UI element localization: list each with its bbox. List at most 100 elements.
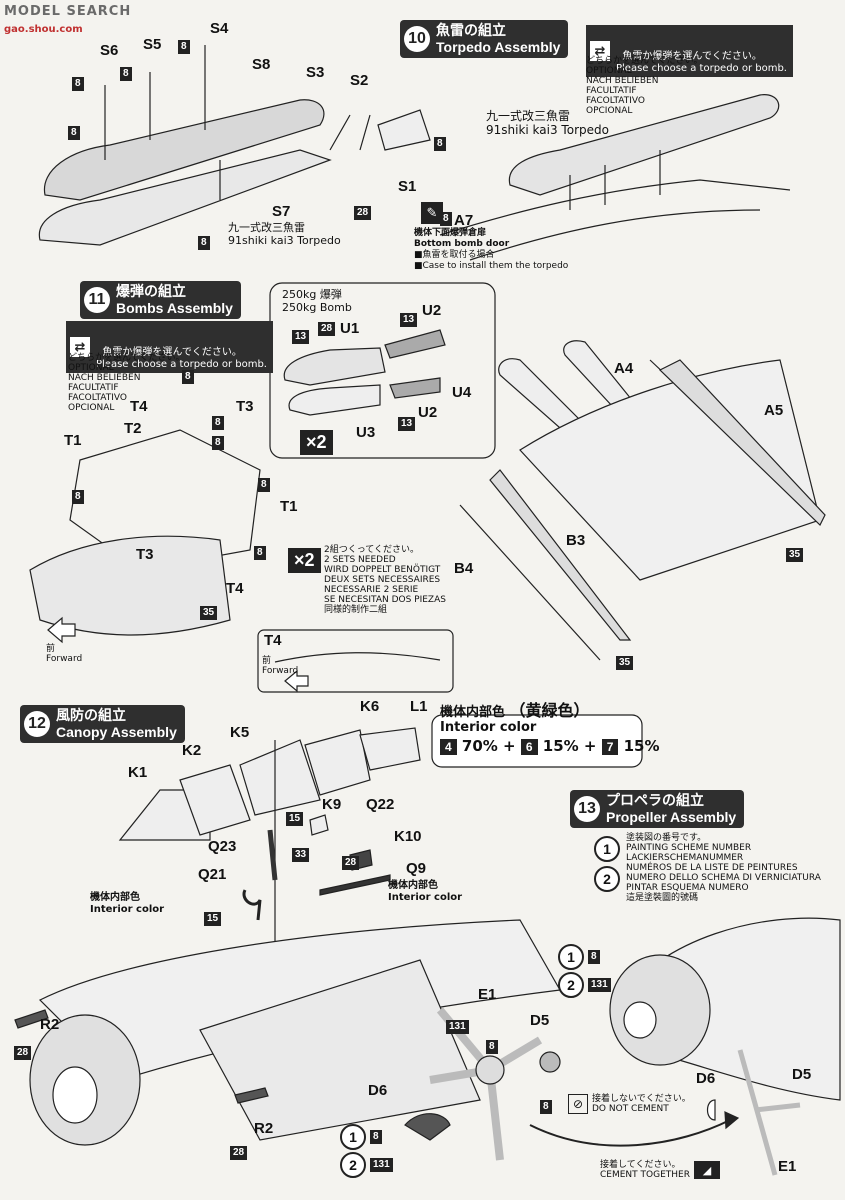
- a7-jp: 機体下面爆弾倉扉: [414, 228, 487, 238]
- part-e1: E1: [778, 1158, 797, 1175]
- part-u1: U1: [340, 320, 360, 337]
- part-u2: U2: [422, 302, 442, 319]
- interior-color-note: 機体内部色 Interior color: [388, 880, 462, 904]
- quantity-x2-badge: ×2: [300, 430, 333, 455]
- color-badge: 13: [400, 313, 418, 327]
- part-k9: K9: [322, 796, 342, 813]
- interior3-jp: 機体内部色: [90, 892, 140, 903]
- part-b3: B3: [566, 532, 586, 549]
- color-badge: 28: [354, 206, 372, 220]
- step11-title-en: Bombs Assembly: [116, 300, 233, 316]
- color-badge: 33: [292, 848, 310, 862]
- watermark-sub: gao.shou.com: [4, 24, 83, 35]
- interior2-en: Interior color: [388, 892, 463, 903]
- scheme-item: 1 8: [558, 944, 600, 970]
- forward-label: 前 Forward: [46, 644, 82, 664]
- s7-label-en: 91shiki kai3 Torpedo: [228, 234, 341, 247]
- part-s3: S3: [306, 64, 325, 81]
- color-badge: 8: [486, 1040, 498, 1054]
- interior-en: Interior color: [440, 720, 537, 735]
- step10-optional: どちらかを選んでください。 OPTIONAL NACH BELIEBEN FAC…: [586, 56, 703, 116]
- part-t4: T4: [226, 580, 244, 597]
- step11-choose-note: ⇄ 魚雷か爆弾を選んでください。 Please choose a torpedo…: [66, 321, 273, 373]
- step10-title-en: Torpedo Assembly: [436, 39, 561, 55]
- a7-note: 機体下面爆弾倉扉 Bottom bomb door ■魚雷を取付る場合 ■Cas…: [414, 228, 568, 272]
- scheme-item: 2 131: [340, 1152, 393, 1178]
- paint-number: 7: [601, 739, 619, 755]
- swap-arrows-icon: ⇄: [590, 41, 610, 61]
- step10-number: 10: [404, 26, 430, 52]
- step10-choose-note: ⇄ 魚雷か爆弾を選んでください。 Please choose a torpedo…: [586, 25, 793, 77]
- a7-case-en: ■Case to install them the torpedo: [414, 261, 569, 271]
- part-t1: T1: [64, 432, 82, 449]
- color-badge: 15: [286, 812, 304, 826]
- swap-arrows-icon: ⇄: [70, 337, 90, 357]
- a7-en: Bottom bomb door: [414, 239, 510, 249]
- part-r2: R2: [254, 1120, 274, 1137]
- step10-torpedo-label: 九一式改三魚雷 91shiki kai3 Torpedo: [486, 109, 609, 137]
- color-badge: 28: [318, 322, 336, 336]
- do-not-cement-note: ⊘ 接着しないでください。 DO NOT CEMENT: [568, 1094, 691, 1114]
- part-u3: U3: [356, 424, 376, 441]
- color-badge: 13: [292, 330, 310, 344]
- part-r2: R2: [40, 1016, 60, 1033]
- part-d5: D5: [792, 1066, 812, 1083]
- color-badge: 28: [14, 1046, 32, 1060]
- part-k2: K2: [182, 742, 202, 759]
- color-badge: 8: [72, 77, 84, 91]
- scheme-number: 1: [558, 944, 584, 970]
- paint-percent: 15%: [623, 737, 660, 755]
- scheme-note: 塗装図の番号です。 PAINTING SCHEME NUMBER LACKIER…: [626, 833, 821, 903]
- color-badge: 8: [120, 67, 132, 81]
- part-t2: T2: [124, 420, 142, 437]
- interior2-jp: 機体内部色: [388, 880, 438, 891]
- part-t4: T4: [130, 398, 148, 415]
- color-badge: 8: [588, 950, 600, 964]
- part-k6: K6: [360, 698, 380, 715]
- part-s4: S4: [210, 20, 229, 37]
- t4-detail-title: T4: [264, 632, 282, 649]
- color-badge: 131: [370, 1158, 393, 1172]
- part-l1: L1: [410, 698, 428, 715]
- part-s2: S2: [350, 72, 369, 89]
- color-badge: 28: [230, 1146, 248, 1160]
- color-badge: 8: [258, 478, 270, 492]
- color-badge: 8: [254, 546, 266, 560]
- paint-percent: 70%: [461, 737, 498, 755]
- color-badge: 8: [440, 212, 452, 226]
- torpedo-label-jp: 九一式改三魚雷: [486, 109, 571, 123]
- part-d6: D6: [696, 1070, 716, 1087]
- part-d5: D5: [530, 1012, 550, 1029]
- color-badge: 35: [616, 656, 634, 670]
- part-a7: A7: [454, 212, 474, 229]
- part-a4: A4: [614, 360, 634, 377]
- part-t3: T3: [236, 398, 254, 415]
- paint-number: 4: [440, 739, 457, 755]
- part-k10: K10: [394, 828, 422, 845]
- part-d6: D6: [368, 1082, 388, 1099]
- no-cement-jp: 接着しないでください。: [592, 1094, 691, 1104]
- part-t3: T3: [136, 546, 154, 563]
- step11-optional: どちらかを選んでください。 OPTIONAL NACH BELIEBEN FAC…: [68, 353, 185, 413]
- color-badge: 15: [204, 912, 222, 926]
- color-badge: 131: [446, 1020, 469, 1034]
- step11-number: 11: [84, 287, 110, 313]
- part-s7: S7: [272, 203, 291, 220]
- paint-percent: 15%: [542, 737, 579, 755]
- step10-title-jp: 魚雷の組立: [436, 23, 506, 39]
- scheme-number: 2: [558, 972, 584, 998]
- glue-tube-icon: ◢: [693, 1161, 720, 1179]
- step12-title-en: Canopy Assembly: [56, 724, 177, 740]
- forward-jp: 前: [262, 656, 272, 666]
- color-badge: 8: [182, 370, 194, 384]
- forward-jp: 前: [46, 644, 56, 654]
- part-a5: A5: [764, 402, 784, 419]
- interior-jp: 機体内部色: [440, 705, 506, 720]
- color-badge: 35: [786, 548, 804, 562]
- s7-label: 九一式改三魚雷 91shiki kai3 Torpedo: [228, 221, 341, 247]
- watermark-site: MODEL SEARCH: [4, 4, 132, 19]
- color-badge: 8: [370, 1130, 382, 1144]
- color-badge: 131: [588, 978, 611, 992]
- scheme-2-icon: 2: [594, 866, 620, 892]
